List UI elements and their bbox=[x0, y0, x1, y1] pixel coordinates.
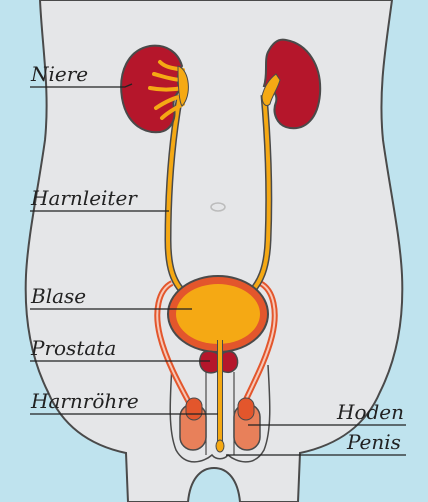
label-niere: Niere bbox=[31, 63, 88, 85]
urethra-tip bbox=[216, 440, 224, 452]
label-hoden: Hoden bbox=[337, 401, 404, 423]
label-harnleiter: Harnleiter bbox=[31, 187, 137, 209]
testis-left-epididymis bbox=[186, 398, 202, 420]
label-penis: Penis bbox=[347, 431, 401, 453]
label-blase: Blase bbox=[31, 285, 86, 307]
testis-right-epididymis bbox=[238, 398, 254, 420]
bladder bbox=[176, 284, 260, 344]
label-prostata: Prostata bbox=[31, 337, 116, 359]
label-harnroehre: Harnröhre bbox=[31, 390, 139, 412]
